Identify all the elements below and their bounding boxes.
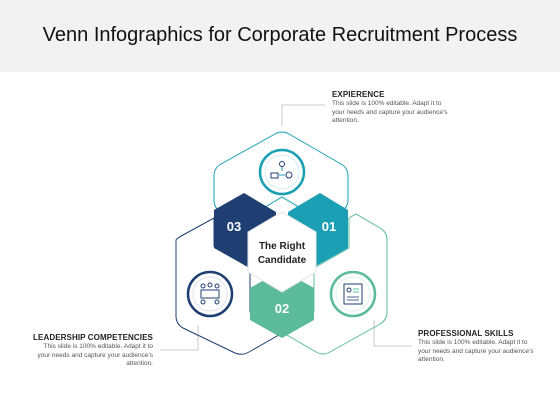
- left-outline: [175, 217, 285, 355]
- segment-02: [250, 270, 314, 338]
- right-leader-line: [373, 320, 412, 347]
- experience-heading: EXPIERENCE: [332, 90, 385, 99]
- center-label-line2: Candidate: [258, 255, 307, 266]
- leadership-description: This slide is 100% editable. Adapt it to…: [37, 343, 153, 367]
- segment-number-03: 03: [227, 219, 241, 234]
- workflow-icon: [258, 148, 306, 196]
- professional-skills-heading: PROFESSIONAL SKILLS: [418, 329, 514, 338]
- center-hexagon: [247, 211, 317, 293]
- page-title: Venn Infographics for Corporate Recruitm…: [42, 24, 518, 46]
- segment-number-02: 02: [275, 301, 289, 316]
- team-meeting-icon: [186, 270, 234, 318]
- left-leader-line: [160, 325, 199, 351]
- experience-description: This slide is 100% editable. Adapt it to…: [332, 100, 448, 124]
- segment-number-01: 01: [322, 219, 336, 234]
- center-label-line1: The Right: [259, 241, 306, 252]
- right-outline: [281, 213, 388, 355]
- candidate-profile-icon: [329, 270, 377, 318]
- title-bar: [0, 0, 560, 72]
- professional-skills-description: This slide is 100% editable. Adapt it to…: [418, 339, 534, 363]
- leadership-heading: LEADERSHIP COMPETENCIES: [33, 333, 153, 342]
- top-leader-line: [281, 104, 325, 126]
